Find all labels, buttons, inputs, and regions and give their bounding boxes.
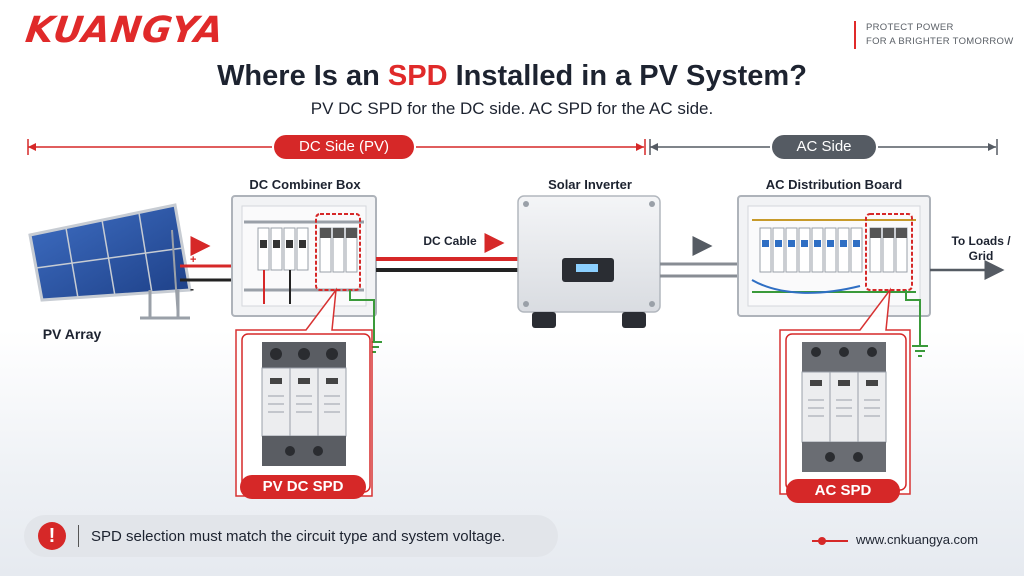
dc-combiner-box [231, 195, 377, 317]
brand-tagline: PROTECT POWER FOR A BRIGHTER TOMORROW [854, 21, 1013, 49]
selection-note: ! SPD selection must match the circuit t… [24, 515, 558, 557]
pv-dc-spd-callout [235, 287, 373, 497]
to-loads-grid-label: To Loads / Grid [942, 234, 1020, 264]
dc-spd-module [261, 342, 347, 466]
dc-side-bracket [27, 139, 646, 155]
minus-sign: - [190, 282, 194, 296]
ac-spd-module [801, 342, 887, 472]
to-loads-text: To Loads / [951, 234, 1011, 248]
plus-sign: + [190, 254, 196, 266]
note-text: SPD selection must match the circuit typ… [91, 527, 506, 545]
inverter-label: Solar Inverter [548, 177, 632, 192]
title-highlight: SPD [387, 60, 448, 92]
dc-cable [376, 233, 518, 272]
page-title: Where Is an SPD Installed in a PV System… [0, 60, 1024, 93]
note-divider [78, 525, 79, 547]
tagline-line-2: FOR A BRIGHTER TOMORROW [866, 36, 1014, 47]
website-accent-dot [818, 537, 826, 545]
dc-cable-label: DC Cable [423, 234, 477, 248]
grid-text: Grid [968, 249, 994, 263]
pv-dc-spd-label: PV DC SPD [240, 475, 366, 499]
pv-output-cables [180, 236, 232, 282]
warning-icon: ! [38, 522, 66, 550]
ac-distribution-board [737, 195, 931, 317]
ac-spd-callout [779, 287, 911, 495]
ac-breakers [759, 227, 863, 273]
website-link[interactable]: www.cnkuangya.com [856, 532, 979, 547]
ac-ground-symbol [905, 290, 928, 357]
tagline-line-1: PROTECT POWER [866, 22, 954, 33]
pv-array-label: PV Array [42, 326, 102, 342]
ac-spd-label: AC SPD [786, 479, 900, 503]
ac-side-bracket [649, 139, 998, 155]
solar-inverter [517, 195, 661, 328]
pv-array [28, 203, 192, 320]
ac-board-label: AC Distribution Board [765, 177, 903, 192]
website-accent-line [812, 540, 848, 542]
title-prefix: Where Is an [217, 60, 388, 92]
dc-combiner-label: DC Combiner Box [249, 177, 361, 192]
ac-side-label: AC Side [772, 135, 876, 159]
dc-side-label: DC Side (PV) [274, 135, 414, 159]
page-subtitle: PV DC SPD for the DC side. AC SPD for th… [310, 99, 714, 118]
ac-cable [660, 236, 738, 278]
title-suffix: Installed in a PV System? [447, 60, 807, 92]
